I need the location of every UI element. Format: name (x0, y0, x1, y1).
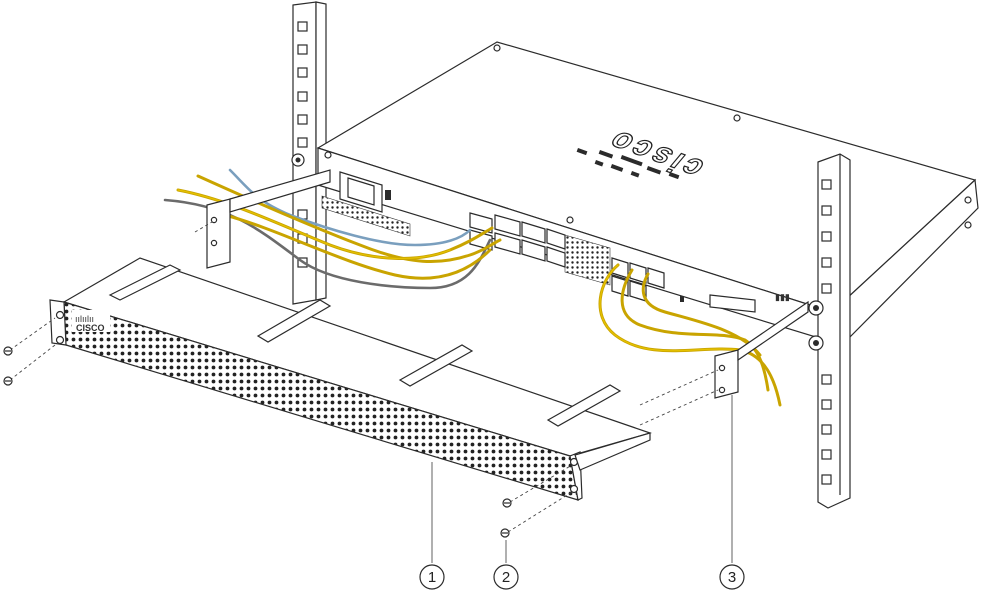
cable-guide-cover: ıılıılıı CISCO (49, 257, 652, 501)
callout-leaders (431, 395, 733, 563)
svg-text:CISCO: CISCO (76, 323, 105, 333)
left-mounting-bracket (206, 169, 331, 269)
screw-right-top (502, 498, 512, 508)
cable-guide-bracket (714, 300, 809, 399)
callout-2-label: 2 (502, 569, 510, 586)
screw-left-bottom (3, 376, 13, 386)
screw-left-top (3, 346, 13, 356)
screws (3, 221, 719, 538)
svg-text:▮▮▮: ▮▮▮ (775, 292, 790, 302)
callout-1-label: 1 (428, 569, 436, 586)
screw-right-bottom (500, 528, 510, 538)
callout-3: 3 (719, 564, 745, 590)
svg-text:ıılıılıı: ıılıılıı (75, 314, 94, 324)
callout-3-label: 3 (728, 569, 736, 586)
switch-chassis (316, 41, 979, 347)
cisco-logo-bars (576, 148, 680, 180)
callout-1: 1 (419, 564, 445, 590)
right-rack-rail (808, 153, 851, 509)
rear-panel: ▮▮▮ (321, 171, 790, 313)
callout-2: 2 (493, 564, 519, 590)
